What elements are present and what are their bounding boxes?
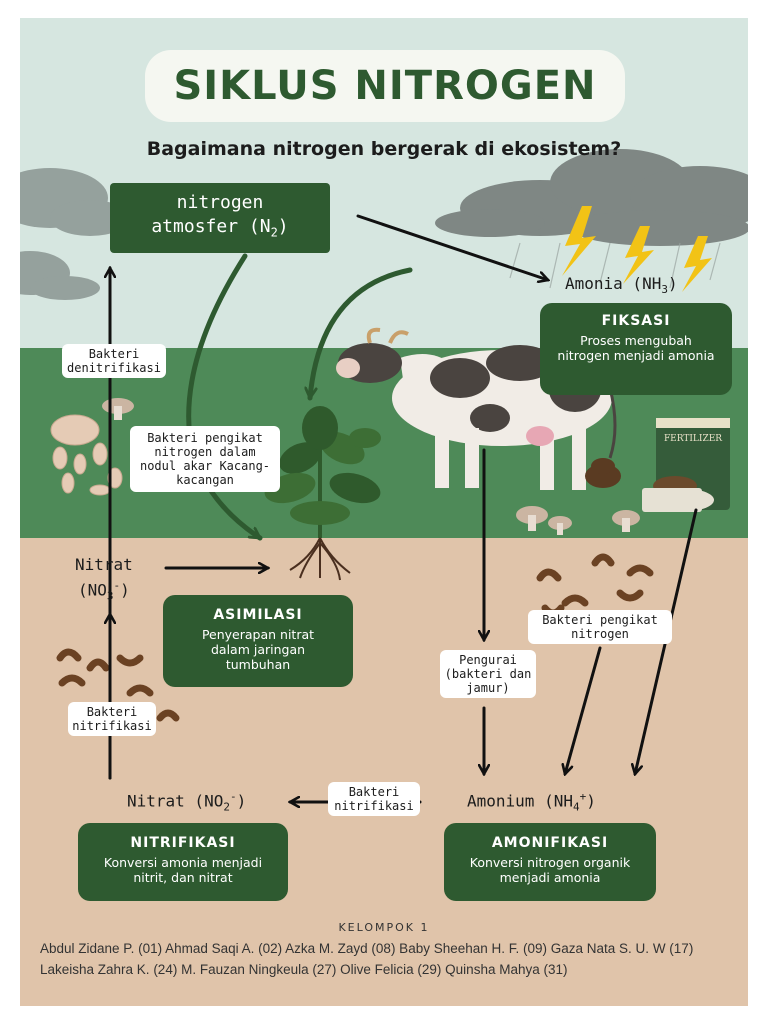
label-bakteri-nitrifikasi-bawah: Bakteri nitrifikasi	[328, 782, 420, 816]
nitrat-bottom-sup: -	[229, 790, 237, 803]
subtitle: Bagaimana nitrogen bergerak di ekosistem…	[146, 138, 622, 160]
node-nitrat-no2: Nitrat (NO2-)	[127, 790, 246, 814]
nitrifikasi-heading: NITRIFIKASI	[130, 835, 236, 851]
process-fiksasi: FIKSASI Proses mengubah nitrogen menjadi…	[540, 303, 732, 395]
label-bakteri-pengikat-akar: Bakteri pengikat nitrogen dalam nodul ak…	[130, 426, 280, 492]
process-nitrifikasi: NITRIFIKASI Konversi amonia menjadi nitr…	[78, 823, 288, 901]
amonium-sub: 4	[572, 800, 580, 814]
atmosfer-close: )	[277, 216, 289, 238]
nitrat-top-line1: Nitrat	[75, 555, 133, 574]
plant-illustration	[264, 406, 381, 581]
amonia-text: Amonia (NH	[565, 274, 662, 293]
amonium-text: Amonium (NH	[467, 791, 573, 811]
label-bakteri-nitrifikasi-kiri: Bakteri nitrifikasi	[68, 702, 156, 736]
node-amonia: Amonia (NH3)	[565, 274, 678, 296]
rain	[509, 242, 721, 289]
page-title: SIKLUS NITROGEN	[173, 63, 597, 109]
amonifikasi-heading: AMONIFIKASI	[491, 835, 609, 851]
process-amonifikasi: AMONIFIKASI Konversi nitrogen organik me…	[444, 823, 656, 901]
nitrat-top-close: )	[120, 580, 130, 600]
nitrifikasi-desc: Konversi amonia menjadi nitrit, dan nitr…	[103, 855, 263, 885]
label-bakteri-denitrifikasi: Bakteri denitrifikasi	[62, 344, 166, 378]
nitrat-top-sup: -	[113, 579, 121, 592]
process-asimilasi: ASIMILASI Penyerapan nitrat dalam jaring…	[163, 595, 353, 687]
lightning-bolts	[562, 206, 712, 292]
atmosfer-sub: 2	[270, 225, 278, 240]
node-nitrat-no3: Nitrat (NO3-)	[75, 554, 133, 607]
poster: SIKLUS NITROGEN Bagaimana nitrogen berge…	[20, 18, 748, 1006]
amonium-close: )	[586, 791, 596, 811]
bacteria-cluster-top	[50, 414, 123, 496]
nitrat-top-sub: 3	[106, 589, 114, 603]
atmosfer-line1: nitrogen	[176, 192, 264, 214]
left-cloud	[20, 168, 130, 300]
nitrat-bottom-sub: 2	[223, 800, 230, 814]
asimilasi-desc: Penyerapan nitrat dalam jaringan tumbuha…	[201, 627, 315, 672]
amonium-sup: +	[579, 790, 587, 803]
amonifikasi-desc: Konversi nitrogen organik menjadi amonia	[469, 855, 631, 885]
amonia-sub: 3	[661, 283, 668, 297]
node-amonium: Amonium (NH4+)	[467, 790, 596, 814]
title-card: SIKLUS NITROGEN	[145, 50, 625, 122]
asimilasi-heading: ASIMILASI	[213, 607, 303, 623]
nitrat-bottom-close: )	[236, 791, 247, 811]
label-pengurai: Pengurai (bakteri dan jamur)	[440, 650, 536, 698]
fertilizer-label: FERTILIZER	[663, 434, 723, 444]
fiksasi-desc: Proses mengubah nitrogen menjadi amonia	[557, 333, 715, 363]
atmosfer-line2: atmosfer (N	[151, 216, 271, 238]
amonia-close: )	[667, 274, 678, 293]
fiksasi-heading: FIKSASI	[601, 313, 671, 329]
member-list: Abdul Zidane P. (01) Ahmad Saqi A. (02) …	[40, 941, 694, 977]
group-label: KELOMPOK 1	[338, 921, 430, 934]
nitrat-top-line2: (NO	[78, 580, 107, 600]
fertilizer-bag	[642, 418, 730, 512]
label-bakteri-pengikat: Bakteri pengikat nitrogen	[528, 610, 672, 644]
node-nitrogen-atmosfer: nitrogen atmosfer (N2)	[110, 183, 330, 253]
nitrat-bottom-text: Nitrat (NO	[127, 791, 224, 811]
storm-cloud	[435, 149, 748, 246]
